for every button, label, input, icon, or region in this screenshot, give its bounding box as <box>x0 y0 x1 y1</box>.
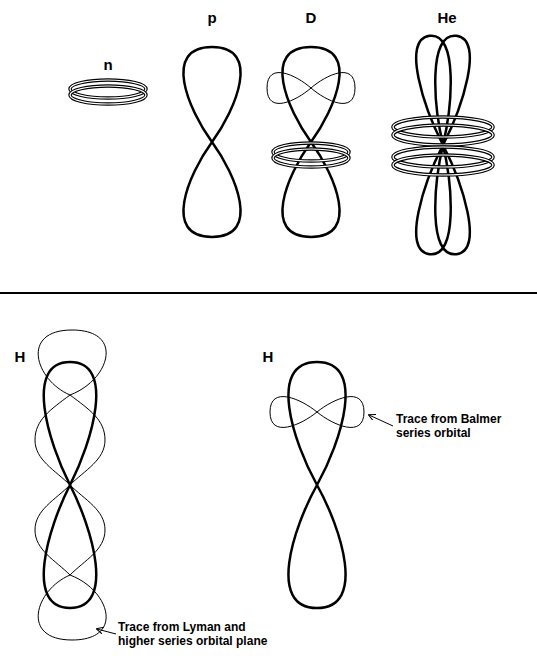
thin-figure-eight <box>270 397 364 428</box>
particle-label: n <box>93 56 123 74</box>
particle-label: D <box>296 9 326 27</box>
ring-gap <box>393 125 493 145</box>
atom-label: H <box>253 348 283 366</box>
callout-text: Trace from Lyman and higher series orbit… <box>118 620 276 648</box>
helium-orbits <box>393 34 493 256</box>
atom-label: H <box>5 348 35 366</box>
leader-arrow <box>97 629 116 634</box>
figure-eight-orbit <box>183 47 240 237</box>
ring-gap <box>273 149 349 167</box>
ring-outline <box>393 125 493 145</box>
leader-arrow <box>369 415 393 426</box>
callout-text: Trace from Balmer series orbital <box>396 412 521 440</box>
thin-figure-eight <box>267 73 355 104</box>
divider-line <box>0 292 537 294</box>
figure-eight-orbit <box>288 362 345 608</box>
ring-gap <box>70 86 146 104</box>
figure-eight-orbit <box>44 362 97 608</box>
particle-label: He <box>432 9 462 27</box>
deuteron-rings <box>273 143 349 167</box>
neutron-rings <box>70 80 146 104</box>
ring-gap <box>393 155 493 175</box>
lyman-trace <box>35 330 106 640</box>
ring-outline <box>393 155 493 175</box>
particle-label: p <box>197 9 227 27</box>
ring-outline <box>70 86 146 104</box>
ring-outline <box>273 149 349 167</box>
